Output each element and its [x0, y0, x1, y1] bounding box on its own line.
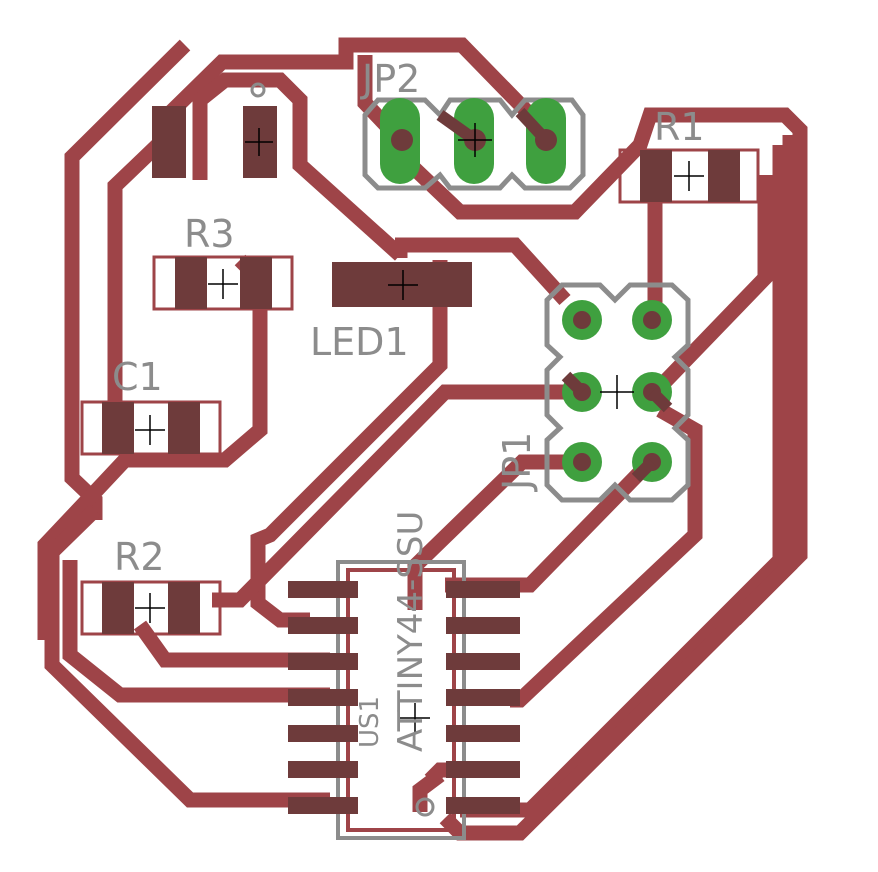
led1-pad-left[interactable] [332, 262, 376, 307]
trace-c1-up [107, 132, 171, 418]
jp1-outline [544, 282, 691, 503]
chip-part-name: US1 [355, 696, 385, 748]
r3-origin-cross [208, 269, 238, 299]
jp1-hole [573, 453, 591, 471]
trace-led-to-jp1 [250, 260, 448, 628]
c1-pad-right[interactable] [168, 402, 200, 454]
chip-us1[interactable]: ATTINY44-SSU US1 [288, 511, 520, 840]
trace-jp2-bottom [389, 107, 808, 626]
jp2-origin-cross [458, 123, 492, 157]
top-left-origin-cross [245, 128, 273, 156]
jp1-trace-overlay [647, 387, 673, 413]
resistor-r1[interactable]: R1 [618, 105, 760, 204]
r2-origin-cross [135, 593, 165, 623]
r3-label: R3 [184, 212, 235, 256]
jp2-hole [391, 129, 413, 151]
capacitor-c1[interactable]: C1 [80, 355, 222, 456]
led1-label: LED1 [310, 320, 409, 364]
r2-pad-left[interactable] [102, 582, 134, 634]
chip-pin [446, 689, 520, 706]
chip-origin-cross [400, 703, 430, 733]
header-jp2[interactable]: JP2 [360, 57, 586, 191]
trace-r2-to-chip [133, 620, 330, 668]
chip-pin1-marker [415, 797, 435, 817]
chip-part-value: ATTINY44-SSU [391, 511, 431, 752]
chip-pin [446, 761, 520, 778]
chip-pin [446, 725, 520, 742]
r2-outline [80, 580, 222, 636]
top-left-pad-1[interactable] [152, 106, 186, 178]
header-jp1[interactable]: JP1 [495, 282, 691, 503]
chip-pin [288, 581, 358, 598]
jp1-hole [573, 311, 591, 329]
r2-label: R2 [114, 535, 165, 579]
r3-pad-right[interactable] [240, 257, 272, 309]
chip-pin [288, 725, 358, 742]
chip-pin [446, 581, 520, 598]
top-left-marker [250, 82, 266, 98]
resistor-r2[interactable]: R2 [80, 535, 222, 636]
r1-label: R1 [654, 105, 705, 149]
chip-right-pins [446, 581, 520, 814]
resistor-r3[interactable]: R3 [152, 212, 294, 311]
r1-pad-left[interactable] [640, 150, 672, 202]
trace-outer-left [64, 39, 191, 520]
trace-led-top [395, 237, 571, 306]
jp2-trace-overlay [515, 107, 551, 145]
jp1-origin-cross [600, 375, 634, 409]
jp1-trace-overlay [561, 371, 587, 397]
trace-jp1-mid [407, 454, 580, 610]
chip-pin [288, 653, 358, 670]
trace-jp1-left [212, 384, 580, 608]
c1-origin-cross [135, 415, 165, 445]
chip-pin [446, 797, 520, 814]
component-top-left[interactable] [152, 82, 277, 178]
led1-pad-right[interactable] [428, 262, 472, 307]
trace-r1-right [649, 175, 773, 398]
jp2-label: JP2 [360, 57, 420, 101]
r1-outline [618, 148, 760, 204]
jp1-trace-overlay [631, 457, 657, 483]
trace-left-r3 [192, 72, 408, 261]
r2-pad-right[interactable] [168, 582, 200, 634]
trace-chip-bottom-hook [412, 769, 445, 812]
jp1-label: JP1 [495, 432, 539, 492]
chip-left-pins [288, 581, 358, 814]
c1-outline [80, 400, 222, 456]
trace-bottom-left-inner [62, 560, 330, 703]
r3-outline [152, 255, 294, 311]
r3-pad-left[interactable] [175, 257, 207, 309]
chip-pin [288, 761, 358, 778]
jp1-hole [643, 311, 661, 329]
c1-label: C1 [112, 355, 163, 399]
led1-origin-cross [388, 270, 418, 300]
jp2-trace-overlay [436, 110, 479, 145]
chip-pin [288, 617, 358, 634]
trace-bottom-left-outer [44, 504, 330, 808]
r1-pad-right[interactable] [708, 150, 740, 202]
r1-origin-cross [674, 161, 704, 191]
led-led1[interactable]: LED1 [310, 262, 472, 364]
chip-pin [446, 617, 520, 634]
chip-pin [446, 653, 520, 670]
c1-pad-left[interactable] [102, 402, 134, 454]
chip-pin [288, 689, 358, 706]
chip-pin [288, 797, 358, 814]
